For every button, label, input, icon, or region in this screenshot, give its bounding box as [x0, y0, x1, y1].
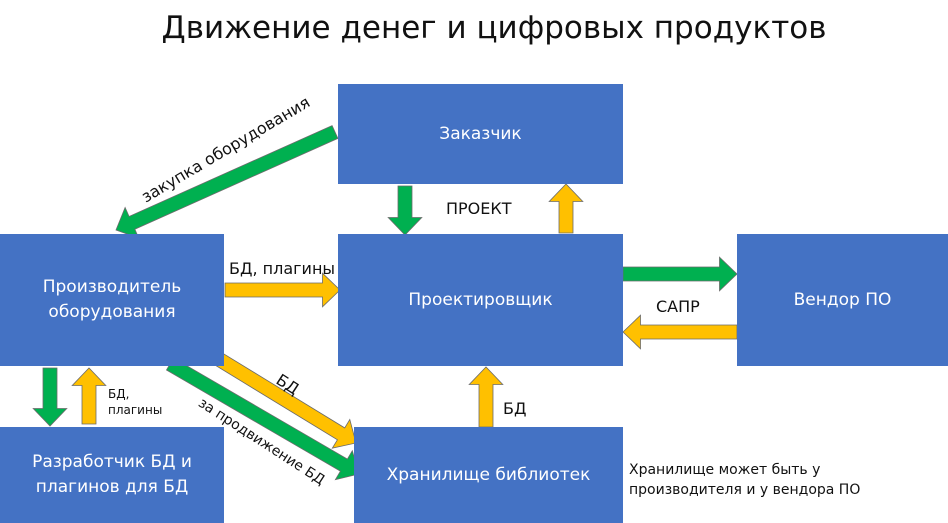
developer-to-manufacturer-arrow: [71, 367, 107, 425]
customer-to-designer-arrow: [387, 185, 423, 236]
designer-to-vendor-arrow: [622, 256, 738, 292]
customer-box[interactable]: Заказчик: [338, 84, 623, 184]
db-plugins-arrow: [224, 272, 341, 308]
db-plugins-label: БД, плагины: [229, 259, 336, 278]
library-box[interactable]: Хранилище библиотек: [354, 427, 623, 523]
db-plugins-small-label: БД, плагины: [108, 387, 163, 418]
storage-note: Хранилище может быть у производителя и у…: [629, 462, 861, 498]
db-to-library-arrow: [212, 351, 357, 449]
db-up-label: БД: [503, 399, 527, 418]
cad-label: САПР: [656, 297, 700, 316]
library-to-designer-arrow: [468, 366, 504, 428]
developer-box[interactable]: Разработчик БД и плагинов для БД: [0, 427, 224, 523]
project-label: ПРОЕКТ: [446, 199, 512, 218]
manufacturer-to-developer-arrow: [32, 367, 68, 427]
designer-to-customer-arrow: [548, 183, 584, 234]
vendor-box[interactable]: Вендор ПО: [737, 234, 948, 366]
page-title: Движение денег и цифровых продуктов: [161, 10, 827, 46]
manufacturer-box[interactable]: Производитель оборудования: [0, 234, 224, 366]
vendor-to-designer-arrow: [622, 314, 738, 350]
designer-box[interactable]: Проектировщик: [338, 234, 623, 366]
